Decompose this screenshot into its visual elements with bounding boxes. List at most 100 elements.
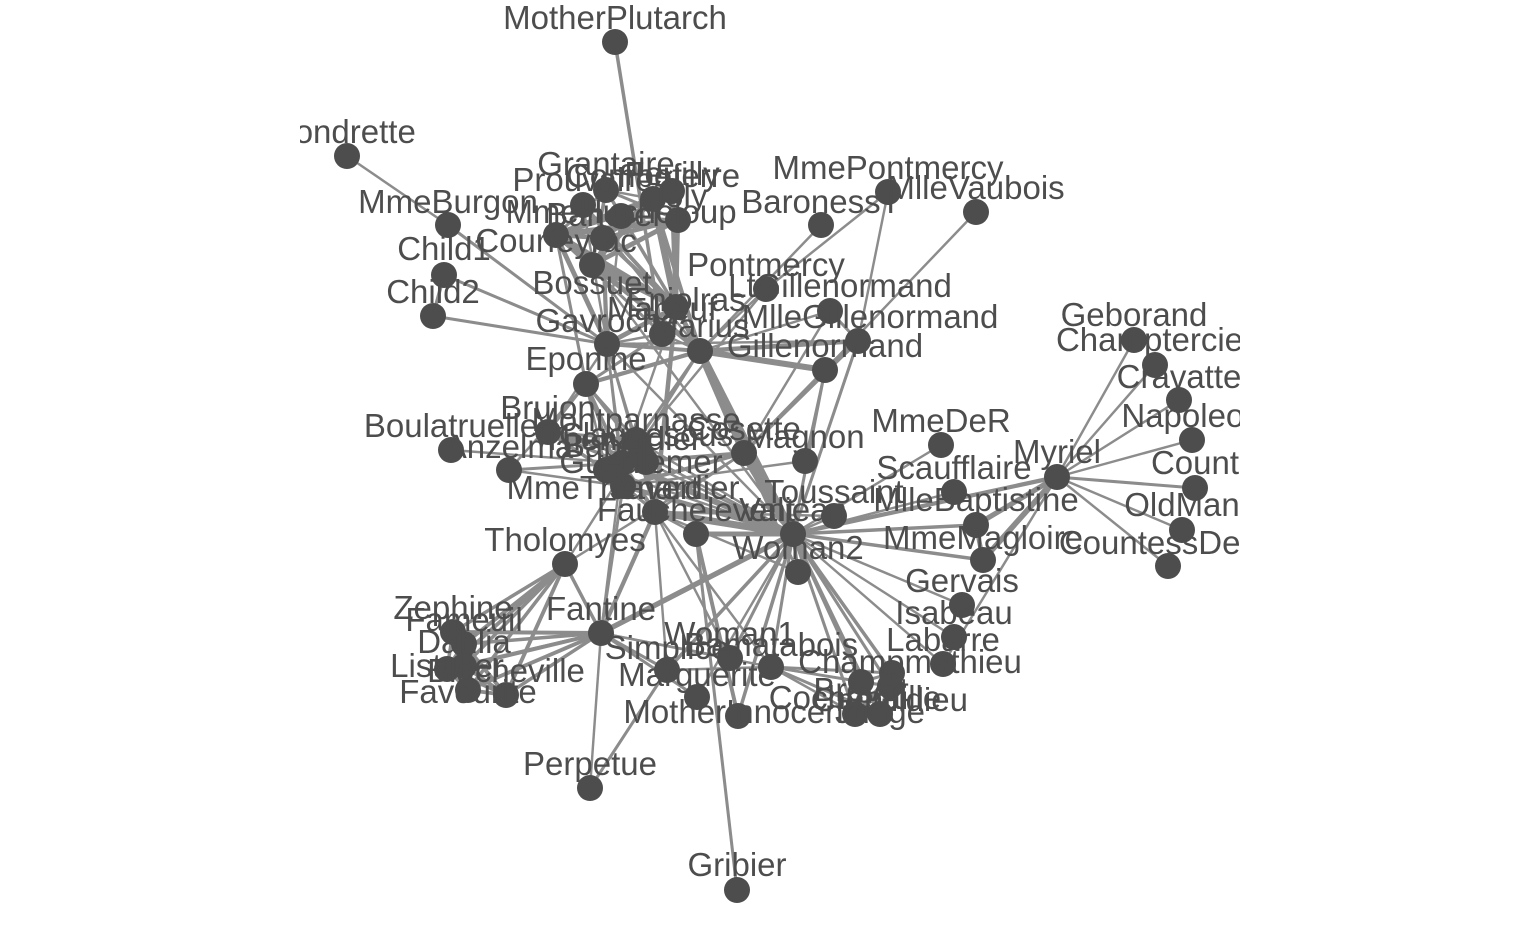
- node-label-zephine: Zephine: [393, 589, 512, 626]
- edge-javert-valjean: [654, 508, 794, 538]
- node-label-child2: Child2: [386, 273, 480, 310]
- edge-tholomyes-fameuil: [462, 562, 567, 646]
- node-label-anzelma: Anzelma: [445, 428, 574, 465]
- node-label-geborand: Geborand: [1061, 296, 1208, 333]
- node-label-cochepaille: Cochepaille: [769, 679, 941, 716]
- node-label-cravatte: Cravatte: [1117, 358, 1240, 395]
- edge-valjean-gervais: [792, 532, 963, 607]
- node-label-grantaire: Grantaire: [537, 145, 675, 182]
- node-mabeuf: [649, 321, 675, 347]
- edge-mllegillenormand-gavroche: [606, 339, 859, 346]
- edge-fantine-perpetue: [588, 632, 603, 789]
- node-label-dahlia: Dahlia: [417, 623, 511, 660]
- edge-marius-eponine: [585, 348, 701, 387]
- node-label-listolier: Listolier: [390, 647, 504, 684]
- edge-bahorel-gavroche: [600, 237, 610, 345]
- node-label-motherinnocent: MotherInnocent: [623, 693, 852, 730]
- edge-valjean-chenildieu: [791, 533, 892, 687]
- edge-mllegillenormand-mmepontmercy: [856, 191, 890, 342]
- edge-mllegillenormand-cosette: [742, 339, 860, 455]
- node-label-cosette: Cosette: [687, 410, 801, 447]
- label-layer: MotherPlutarchJondretteGrantaireProuvair…: [300, 0, 1240, 883]
- node-mmethenardier: [610, 473, 636, 499]
- node-tholomyes: [552, 551, 578, 577]
- edge-gavroche-valjean: [606, 343, 794, 535]
- node-label-mllevaubois: MlleVaubois: [887, 169, 1064, 206]
- edge-tholomyes-zephine: [452, 562, 566, 634]
- node-gavroche: [594, 331, 620, 357]
- node-label-napoleon: Napoleon: [1121, 397, 1240, 434]
- node-oldman: [1169, 517, 1195, 543]
- edge-thenardier-valjean: [620, 460, 795, 537]
- node-champtercier: [1142, 352, 1168, 378]
- node-mmeder: [928, 432, 954, 458]
- node-label-marguerite: Marguerite: [618, 656, 776, 693]
- edge-valjean-fantine: [599, 531, 795, 636]
- edge-ltgillenormand-cosette: [742, 310, 832, 454]
- node-label-valjean: Valjean: [739, 491, 847, 528]
- node-brujon: [535, 419, 561, 445]
- node-label-boulatruelle: Boulatruelle: [364, 407, 538, 444]
- node-label-combeferre: Combeferre: [566, 157, 740, 194]
- edge-gavroche-marius: [606, 342, 701, 353]
- edge-myriel-countessdelo: [1056, 476, 1169, 567]
- node-mmeburgon: [435, 212, 461, 238]
- edge-anzelma-mmethenardier: [508, 468, 624, 488]
- node-judge: [867, 701, 893, 727]
- edge-myriel-geborand: [1055, 339, 1136, 478]
- node-mmemagloire: [970, 547, 996, 573]
- node-feuilly: [659, 178, 685, 204]
- node-label-babet: Babet: [563, 427, 649, 464]
- node-label-ltgillenormand: LtGillenormand: [728, 267, 952, 304]
- node-courfeyrac: [543, 222, 569, 248]
- edge-mmeburgon-gavroche: [447, 223, 608, 346]
- edge-bamatabois-champmathieu: [770, 665, 893, 675]
- edge-cosette-mmethenardier: [622, 451, 745, 488]
- node-label-gueulemer: Gueulemer: [559, 443, 722, 480]
- node-javert: [642, 499, 668, 525]
- node-label-perpetue: Perpetue: [523, 745, 657, 782]
- network-graph: MotherPlutarchJondretteGrantaireProuvair…: [300, 0, 1240, 903]
- node-label-montparnasse: Montparnasse: [531, 401, 740, 438]
- edge-bahorel-enjolras: [601, 236, 678, 309]
- node-listolier: [434, 656, 460, 682]
- node-label-javert: Javert: [610, 469, 700, 506]
- edge-fauchelevent-motherinnocent: [694, 533, 740, 717]
- edge-javert-bamatabois: [654, 511, 772, 668]
- node-label-courfeyrac: Courfeyrac: [475, 222, 636, 259]
- node-mllegillenormand: [845, 328, 871, 354]
- edge-bossuet-enjolras: [590, 262, 678, 310]
- edge-gillenormand-magnon: [803, 369, 827, 462]
- edge-woman1-fantine: [600, 631, 731, 660]
- node-label-labarre: Labarre: [886, 621, 1000, 658]
- node-label-joly: Joly: [649, 177, 708, 214]
- node-fameuil: [451, 631, 477, 657]
- edge-javert-simplice: [653, 511, 669, 671]
- node-ltgillenormand: [817, 298, 843, 324]
- node-countessdelo: [1155, 553, 1181, 579]
- edge-javert-toussaint: [654, 510, 835, 518]
- node-label-gervais: Gervais: [905, 562, 1019, 599]
- node-label-blacheville: Blacheville: [427, 652, 585, 689]
- edge-valjean-mmemagloire: [792, 532, 984, 562]
- edge-joly-enjolras: [673, 219, 681, 308]
- node-label-fauchelevent: Fauchelevent: [597, 491, 795, 528]
- node-label-fameuil: Fameuil: [405, 601, 522, 638]
- node-label-marius: Marius: [650, 307, 749, 344]
- node-cochepaille: [842, 701, 868, 727]
- edge-valjean-motherinnocent: [736, 533, 795, 717]
- node-label-scaufflaire: Scaufflaire: [876, 449, 1031, 486]
- edge-perpetue-simplice: [588, 669, 669, 789]
- edge-myriel-champtercier: [1056, 364, 1156, 478]
- node-label-mmeburgon: MmeBurgon: [358, 183, 538, 220]
- node-babet: [593, 457, 619, 483]
- edge-montparnasse-valjean: [635, 438, 794, 536]
- edge-valjean-isabeau: [792, 532, 955, 639]
- node-label-mllebaptistine: MlleBaptistine: [873, 481, 1078, 518]
- node-label-simplice: Simplice: [605, 629, 730, 666]
- node-label-bossuet: Bossuet: [532, 264, 651, 301]
- node-label-champmathieu: Champmathieu: [798, 643, 1022, 680]
- node-brevet: [848, 669, 874, 695]
- node-count: [1182, 475, 1208, 501]
- node-label-favourite: Favourite: [399, 673, 537, 710]
